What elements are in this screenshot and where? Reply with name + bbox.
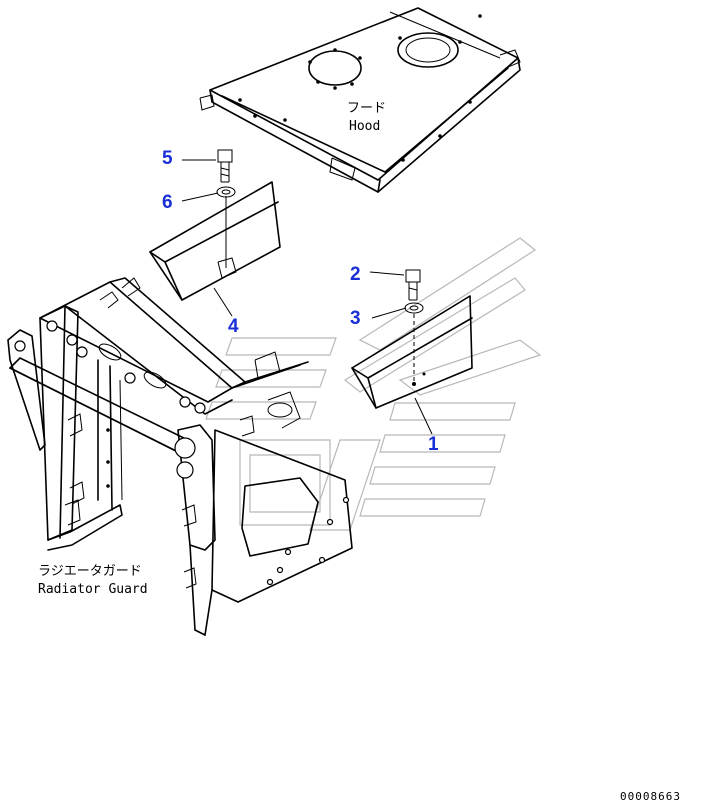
washer-3: [404, 302, 424, 314]
radiator-guard: [7, 277, 353, 636]
bolt-5: [217, 149, 233, 183]
guard-label-en: Radiator Guard: [38, 582, 148, 597]
callout-4: 4: [228, 316, 239, 337]
callout-5: 5: [162, 148, 173, 169]
guard-label-jp: ラジエータガード: [38, 564, 142, 579]
hood-label-jp: フード: [347, 101, 386, 116]
washer-6: [216, 186, 236, 198]
hood-panel: [199, 7, 521, 193]
bolt-2: [405, 269, 421, 301]
left-cover-plate: [149, 181, 281, 301]
callout-6: 6: [162, 192, 173, 213]
drawing-code: 00008663: [620, 790, 681, 803]
callout-2: 2: [350, 264, 361, 285]
leader-lines: [181, 159, 433, 435]
callout-1: 1: [428, 434, 439, 455]
hood-label-en: Hood: [349, 119, 380, 134]
callout-3: 3: [350, 308, 361, 329]
watermark-logo: [205, 237, 542, 531]
right-cover-plate: [351, 295, 473, 409]
